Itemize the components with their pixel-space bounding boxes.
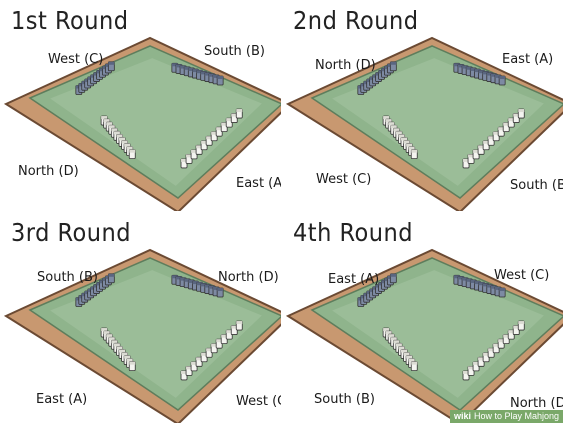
seat-label-bottom-right: North (D): [510, 396, 563, 411]
tile-top: [386, 119, 392, 122]
round-title: 4th Round: [293, 218, 413, 247]
seat-label-bottom-right: South (B): [510, 178, 563, 193]
tile-top: [398, 346, 404, 349]
seat-label-top-left: South (B): [37, 270, 98, 285]
tile-top: [398, 134, 404, 137]
round-title: 1st Round: [11, 6, 129, 35]
tile-top: [106, 334, 112, 337]
tile-top: [499, 288, 505, 291]
tile-top: [391, 337, 397, 340]
tile-top: [109, 125, 115, 128]
tile-top: [119, 137, 125, 140]
seat-label-top-right: South (B): [204, 44, 265, 59]
tile-top: [396, 343, 402, 346]
tile-top: [383, 328, 389, 331]
tile-top: [104, 331, 110, 334]
tile-top: [404, 352, 410, 355]
tile-top: [409, 359, 415, 362]
round-title: 2nd Round: [293, 6, 419, 35]
tile-top: [217, 76, 223, 79]
tile-top: [111, 340, 117, 343]
tile-top: [122, 352, 128, 355]
tile-top: [236, 321, 242, 324]
tile-top: [114, 131, 120, 134]
seat-label-top-left: North (D): [315, 58, 376, 73]
tile-top: [124, 144, 130, 147]
seat-label-bottom-left: North (D): [18, 164, 79, 179]
seat-label-top-right: North (D): [218, 270, 279, 285]
tile-top: [411, 150, 417, 153]
tile-top: [401, 349, 407, 352]
seat-label-bottom-right: West (C): [236, 394, 281, 409]
tile-top: [386, 331, 392, 334]
tile-top: [101, 116, 107, 119]
seat-label-bottom-left: South (B): [314, 392, 375, 407]
watermark-text: How to Play Mahjong: [474, 411, 559, 421]
tile-top: [390, 62, 396, 65]
tile-top: [388, 334, 394, 337]
tile-top: [101, 328, 107, 331]
tile-top: [106, 122, 112, 125]
tile-top: [104, 119, 110, 122]
round-panel-3: 3rd Round South (B) North (D) East (A) W…: [0, 212, 281, 423]
seat-label-top-left: West (C): [48, 52, 103, 67]
round-panel-2: 2nd Round North (D) East (A) West (C) So…: [282, 0, 563, 211]
seat-label-top-left: East (A): [328, 272, 379, 287]
tile-top: [122, 140, 128, 143]
tile-top: [411, 362, 417, 365]
tile-top: [111, 128, 117, 131]
tile-top: [127, 147, 133, 150]
tile-top: [217, 288, 223, 291]
tile-top: [406, 144, 412, 147]
round-title: 3rd Round: [11, 218, 131, 247]
seat-label-bottom-right: East (A): [236, 176, 281, 191]
tile-top: [116, 346, 122, 349]
tile-top: [129, 362, 135, 365]
tile-top: [129, 150, 135, 153]
tile-top: [114, 343, 120, 346]
tile-top: [390, 274, 396, 277]
watermark-brand: wiki: [454, 411, 471, 421]
tile-top: [383, 116, 389, 119]
tile-top: [119, 349, 125, 352]
tile-top: [406, 356, 412, 359]
tile-top: [518, 109, 524, 112]
tile-top: [109, 337, 115, 340]
tile-top: [108, 62, 114, 65]
seat-label-bottom-left: West (C): [316, 172, 371, 187]
tile-top: [124, 356, 130, 359]
tile-top: [108, 274, 114, 277]
tile-top: [127, 359, 133, 362]
tile-top: [391, 125, 397, 128]
tile-top: [409, 147, 415, 150]
tile-top: [396, 131, 402, 134]
tile-top: [393, 340, 399, 343]
seat-label-top-right: West (C): [494, 268, 549, 283]
tile-top: [499, 76, 505, 79]
tile-top: [236, 109, 242, 112]
seat-label-top-right: East (A): [502, 52, 553, 67]
seat-label-bottom-left: East (A): [36, 392, 87, 407]
tile-top: [401, 137, 407, 140]
tile-top: [116, 134, 122, 137]
round-panel-1: 1st Round West (C) South (B) North (D) E…: [0, 0, 281, 211]
tile-top: [404, 140, 410, 143]
round-panel-4: 4th Round East (A) West (C) South (B) No…: [282, 212, 563, 423]
tile-top: [393, 128, 399, 131]
tile-top: [518, 321, 524, 324]
tile-top: [388, 122, 394, 125]
